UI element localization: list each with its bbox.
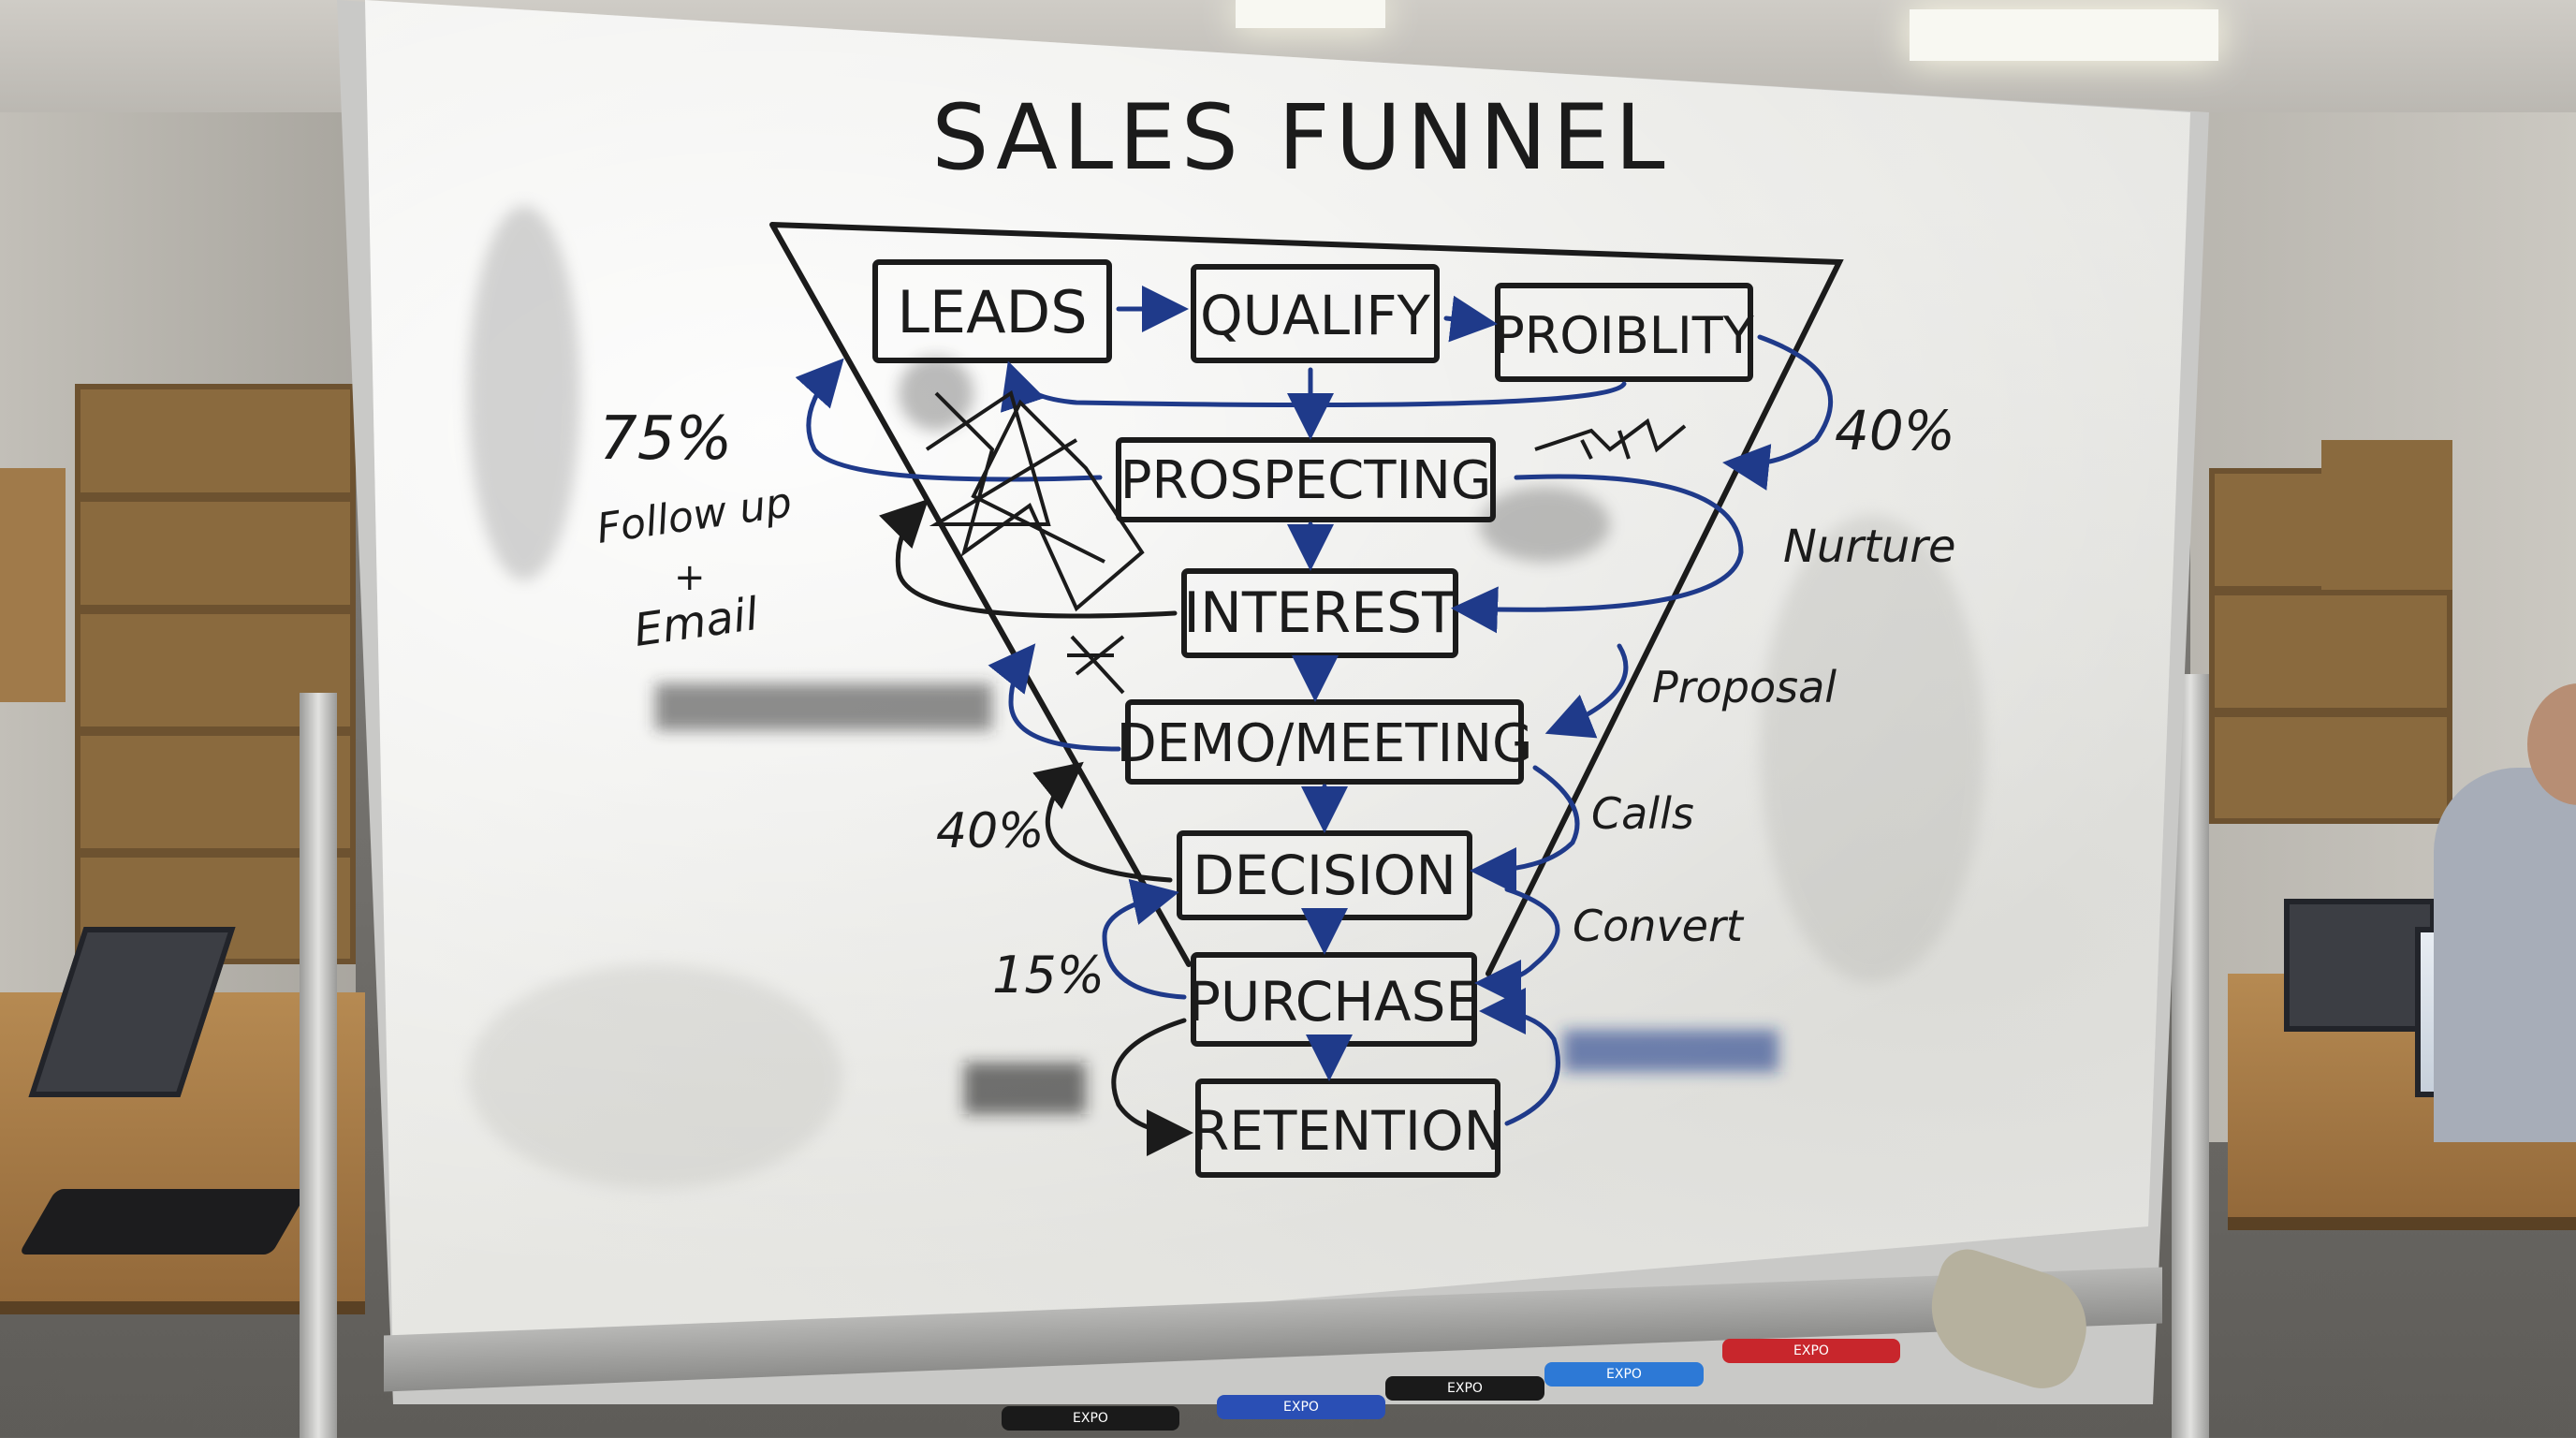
arrow-purchase-retention-side [1111,1018,1193,1156]
stage-label-probility: PROIBLITY [1494,306,1755,365]
stage-label-prospecting: PROSPECTING [1120,450,1492,511]
arrow-retention-loop [1479,988,1560,1126]
stage-label-interest: INTEREST [1183,580,1456,646]
arrow-proposal-loop [1544,643,1629,739]
note-email: Email [631,588,762,657]
stage-label-leads: LEADS [897,278,1087,346]
stage-label-decision: DECISION [1193,844,1456,907]
arrow-demo-back-interest [988,643,1121,752]
arrow-interest-left-loop [879,498,1178,619]
note-nurture: Nurture [1783,521,1956,573]
note-proposal: Proposal [1652,662,1837,712]
stage-label-purchase: PURCHASE [1188,970,1480,1034]
marker-blue-1[interactable]: EXPO [1217,1395,1385,1419]
stage-box-retention [1195,1078,1500,1178]
stage-box-qualify [1191,264,1440,363]
arrow-right-loop-40 [1722,334,1834,491]
board-title: SALES FUNNEL [931,85,1670,190]
arrow-purchase-left-loop [1102,878,1187,1000]
stand-leg-left [300,693,337,1438]
ceiling-light-left [1236,0,1385,28]
marker-black-2[interactable]: EXPO [1385,1376,1544,1401]
eraser-smudges [468,206,1984,1189]
note-75-percent: 75% [599,404,732,474]
stage-box-probility [1495,283,1753,382]
stage-box-prospecting [1116,437,1496,522]
arrow-nurture-loop [1451,474,1744,634]
ceiling-light-right [1910,9,2218,61]
funnel-outline [769,222,1844,976]
right-cabinet [2321,440,2452,590]
stage-label-qualify: QUALIFY [1200,284,1431,347]
note-convert: Convert [1573,901,1745,951]
note-plus: + [674,556,706,599]
marker-red[interactable]: EXPO [1722,1339,1900,1363]
marker-blue-2[interactable]: EXPO [1544,1362,1704,1387]
blurred-notes [655,683,1778,1114]
stage-label-retention: RETENTION [1192,1099,1504,1163]
arrow-calls-loop [1470,765,1580,894]
arrow-qualify-probility [1443,295,1498,343]
stage-label-demo: DEMO/MEETING [1117,713,1533,774]
note-follow-up: Follow up [593,478,794,553]
stage-box-leads [872,259,1112,363]
scribble-network [925,389,1145,695]
arrow-probility-loop-back [1000,360,1627,413]
note-calls: Calls [1591,788,1694,839]
person-body [2434,768,2576,1142]
note-40-percent-left: 40% [936,803,1045,859]
stage-box-demo [1125,699,1524,785]
note-15-percent: 15% [992,946,1105,1005]
scribble-cross-hatch-right [1534,418,1687,460]
marker-black-1[interactable]: EXPO [1002,1406,1179,1431]
arrow-decision-left-loop [1032,761,1173,883]
note-40-percent-right: 40% [1835,399,1955,462]
bulletin-board [0,468,66,702]
arrow-convert-loop [1474,887,1560,1006]
